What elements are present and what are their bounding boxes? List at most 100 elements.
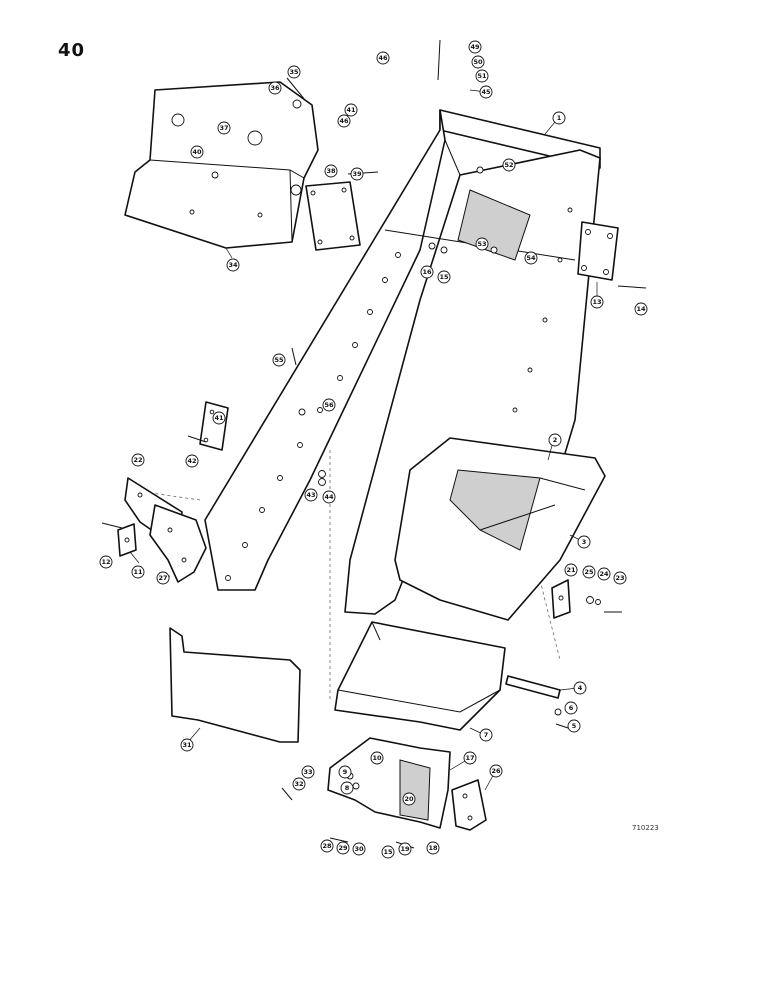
- callout-46-upper: 46: [376, 51, 390, 65]
- callout-20: 20: [402, 792, 416, 806]
- callout-27: 27: [156, 571, 170, 585]
- svg-text:29: 29: [338, 844, 348, 852]
- svg-text:53: 53: [477, 240, 486, 248]
- bracket-27: [149, 504, 207, 583]
- svg-text:42: 42: [187, 457, 196, 465]
- callout-36: 36: [268, 81, 282, 95]
- svg-text:3: 3: [582, 538, 587, 546]
- callout-52: 52: [502, 158, 516, 172]
- svg-text:32: 32: [294, 780, 303, 788]
- callout-38: 38: [324, 164, 338, 178]
- callout-37: 37: [217, 121, 231, 135]
- svg-text:25: 25: [584, 568, 594, 576]
- callout-6: 6: [564, 701, 578, 715]
- svg-text:38: 38: [326, 167, 336, 175]
- callout-22: 22: [131, 453, 145, 467]
- bracket-plate-13: [577, 221, 619, 281]
- page-number: 40: [58, 40, 86, 61]
- svg-text:28: 28: [322, 842, 332, 850]
- callout-44: 44: [322, 490, 336, 504]
- svg-text:49: 49: [470, 43, 480, 51]
- callout-28: 28: [320, 839, 334, 853]
- callout-42: 42: [185, 454, 199, 468]
- callout-40: 40: [190, 145, 204, 159]
- svg-text:31: 31: [182, 741, 192, 749]
- svg-text:11: 11: [133, 568, 143, 576]
- callout-41-lower: 41: [212, 411, 226, 425]
- callout-10: 10: [370, 751, 384, 765]
- callout-43: 43: [304, 488, 318, 502]
- pan-part-3: [394, 437, 606, 621]
- svg-text:52: 52: [504, 161, 513, 169]
- callout-29: 29: [336, 841, 350, 855]
- callout-13: 13: [590, 295, 604, 309]
- callout-4: 4: [573, 681, 587, 695]
- callout-8: 8: [340, 781, 354, 795]
- callout-15: 15: [437, 270, 451, 284]
- svg-text:26: 26: [491, 767, 501, 775]
- drawing-code: 710223: [632, 824, 659, 832]
- callout-31: 31: [180, 738, 194, 752]
- svg-text:15: 15: [383, 848, 393, 856]
- seat-pan-part: [124, 81, 319, 249]
- svg-text:40: 40: [192, 148, 202, 156]
- callout-34: 34: [226, 258, 240, 272]
- callout-41-upper: 41: [344, 103, 358, 117]
- callout-35: 35: [287, 65, 301, 79]
- svg-text:51: 51: [477, 72, 487, 80]
- side-shield-31: [169, 627, 301, 743]
- svg-text:44: 44: [324, 493, 334, 501]
- svg-text:12: 12: [101, 558, 110, 566]
- svg-text:27: 27: [158, 574, 167, 582]
- strap-4: [505, 675, 561, 699]
- plate-38: [305, 181, 361, 251]
- callout-46-lower: 46: [337, 114, 351, 128]
- plate-41: [199, 401, 229, 451]
- callout-1: 1: [552, 111, 566, 125]
- callout-7: 7: [479, 728, 493, 742]
- callout-24: 24: [597, 567, 611, 581]
- svg-text:46: 46: [378, 54, 388, 62]
- callout-45: 45: [479, 85, 493, 99]
- svg-text:55: 55: [274, 356, 284, 364]
- callout-19: 19: [398, 842, 412, 856]
- rail-bolt-holes: [225, 207, 573, 581]
- callout-9: 9: [338, 765, 352, 779]
- callout-3: 3: [577, 535, 591, 549]
- svg-text:54: 54: [526, 254, 536, 262]
- svg-text:2: 2: [553, 436, 558, 444]
- callout-51: 51: [475, 69, 489, 83]
- callout-23: 23: [613, 571, 627, 585]
- svg-text:18: 18: [428, 844, 438, 852]
- svg-text:17: 17: [465, 754, 474, 762]
- svg-text:7: 7: [484, 731, 489, 739]
- callout-49: 49: [468, 40, 482, 54]
- callout-12: 12: [99, 555, 113, 569]
- callout-2: 2: [548, 433, 562, 447]
- svg-text:1: 1: [557, 114, 562, 122]
- svg-text:5: 5: [572, 722, 577, 730]
- svg-text:35: 35: [289, 68, 299, 76]
- callout-25: 25: [582, 565, 596, 579]
- svg-text:9: 9: [343, 768, 348, 776]
- svg-text:19: 19: [400, 845, 410, 853]
- svg-text:41: 41: [214, 414, 224, 422]
- callout-39: 39: [350, 167, 364, 181]
- svg-text:46: 46: [339, 117, 349, 125]
- bracket-26: [451, 779, 487, 831]
- bottom-pan-7: [334, 621, 506, 731]
- callout-11: 11: [131, 565, 145, 579]
- callout-21: 21: [564, 563, 578, 577]
- callout-56: 56: [322, 398, 336, 412]
- callout-54: 54: [524, 251, 538, 265]
- svg-text:16: 16: [422, 268, 432, 276]
- callout-5: 5: [567, 719, 581, 733]
- svg-text:20: 20: [404, 795, 414, 803]
- svg-text:21: 21: [566, 566, 576, 574]
- svg-text:8: 8: [345, 784, 350, 792]
- svg-text:39: 39: [352, 170, 362, 178]
- svg-text:43: 43: [306, 491, 315, 499]
- svg-text:41: 41: [346, 106, 356, 114]
- callout-55: 55: [272, 353, 286, 367]
